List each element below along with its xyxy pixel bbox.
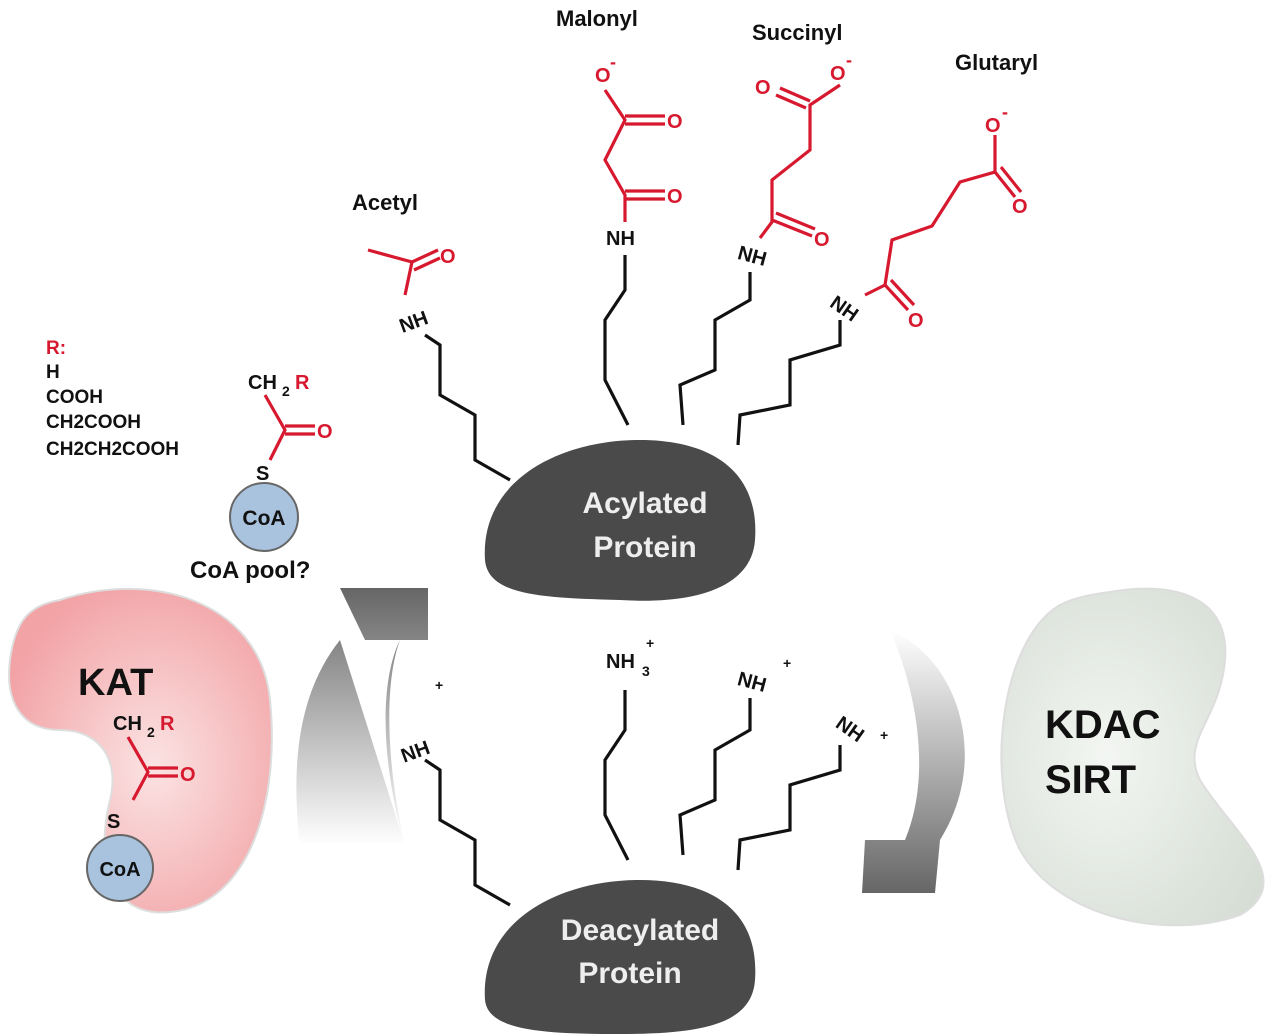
acyl-coa-free: CH 2 R O S CoA CoA pool?: [190, 372, 333, 584]
svg-text:O: O: [1012, 196, 1028, 218]
deacylated-protein-label-2: Protein: [578, 957, 681, 990]
succinyl-label: Succinyl: [752, 20, 842, 45]
svg-text:+: +: [880, 727, 888, 743]
svg-text:3: 3: [642, 663, 650, 679]
kdac-enzyme-shape: [1000, 587, 1265, 927]
svg-text:O: O: [908, 310, 924, 332]
svg-text:O: O: [814, 229, 830, 251]
kdac-label: KDAC: [1045, 703, 1161, 747]
svg-text:NH: NH: [735, 668, 769, 697]
deacylation-arrow[interactable]: [862, 630, 965, 893]
svg-text:+: +: [435, 677, 443, 693]
svg-text:S: S: [107, 811, 120, 833]
svg-text:-: -: [1002, 102, 1008, 122]
svg-text:+: +: [783, 655, 791, 671]
svg-text:2: 2: [282, 383, 290, 399]
svg-text:O: O: [830, 63, 846, 85]
svg-text:S: S: [256, 463, 269, 485]
svg-text:O: O: [985, 115, 1001, 137]
svg-text:2: 2: [147, 724, 155, 740]
svg-text:O: O: [667, 186, 683, 208]
deacylated-protein-label: Deacylated: [561, 914, 719, 947]
svg-text:O: O: [755, 77, 771, 99]
succinyl-lysine: NH O O O - Succinyl: [678, 20, 852, 426]
acetyl-lysine: NH O Acetyl: [352, 190, 511, 482]
kat-label: KAT: [78, 662, 153, 704]
coa-circle: [229, 482, 299, 552]
svg-text:O: O: [440, 246, 456, 268]
svg-text:O: O: [667, 111, 683, 133]
glutaryl-label: Glutaryl: [955, 50, 1038, 75]
svg-text:R: R: [160, 713, 175, 735]
svg-text:CoA: CoA: [242, 507, 285, 530]
svg-text:H: H: [46, 362, 60, 383]
svg-text:NH: NH: [606, 228, 635, 250]
acylated-protein-label-2: Protein: [593, 531, 696, 564]
acetyl-label: Acetyl: [352, 190, 418, 215]
sirt-label: SIRT: [1045, 758, 1136, 802]
acylation-arrow[interactable]: [296, 588, 428, 845]
acyl-coa-bound: CH 2 R O S CoA: [86, 713, 196, 902]
deacylated-protein-shape: [484, 880, 756, 1034]
svg-text:NH: NH: [832, 712, 868, 747]
coa-pool-label: CoA pool?: [190, 557, 310, 584]
svg-text:R: R: [295, 372, 310, 394]
svg-text:-: -: [846, 50, 852, 70]
svg-text:CH2COOH: CH2COOH: [46, 412, 141, 433]
malonyl-label: Malonyl: [556, 6, 638, 31]
svg-text:CH: CH: [248, 372, 277, 394]
acylated-protein-shape: [484, 440, 756, 601]
svg-text:O: O: [180, 764, 196, 786]
svg-text:CoA: CoA: [99, 859, 140, 881]
glutaryl-lysine: NH O O O - Glutaryl: [736, 50, 1038, 446]
svg-text:NH: NH: [396, 307, 431, 338]
svg-text:COOH: COOH: [46, 387, 103, 408]
svg-text:-: -: [610, 52, 616, 72]
svg-text:O: O: [595, 65, 611, 87]
svg-text:+: +: [646, 635, 654, 651]
acylated-protein-label: Acylated: [582, 487, 707, 520]
svg-text:NH: NH: [826, 292, 862, 327]
svg-text:CH: CH: [113, 713, 142, 735]
svg-text:NH: NH: [735, 242, 769, 271]
free-lysines: NH NH 3 + NH + NH + +: [398, 635, 888, 907]
svg-text:O: O: [317, 421, 333, 443]
coa-circle-bound: [86, 834, 154, 902]
svg-text:NH: NH: [606, 651, 635, 673]
svg-text:R:: R:: [46, 338, 66, 359]
malonyl-lysine: NH O O O - Malonyl: [556, 6, 683, 426]
r-group-list: R: H COOH CH2COOH CH2CH2COOH: [46, 338, 179, 460]
svg-text:CH2CH2COOH: CH2CH2COOH: [46, 439, 179, 460]
